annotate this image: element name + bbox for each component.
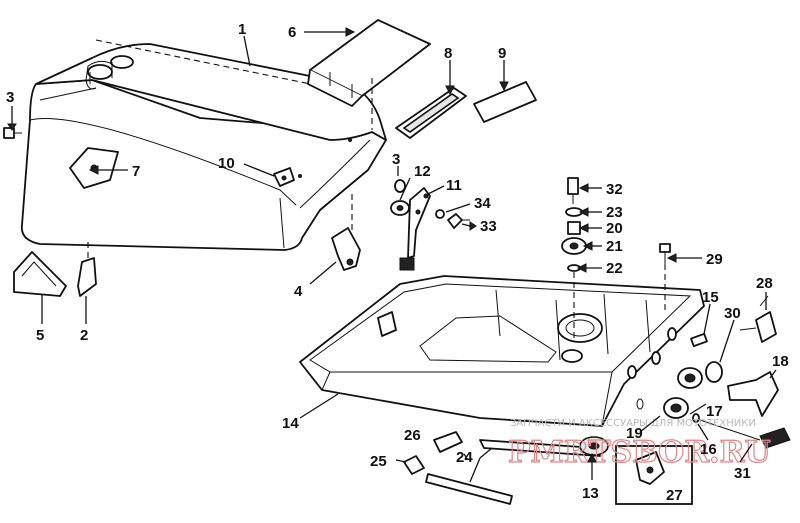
label-9: 9 bbox=[498, 45, 506, 62]
seal-strip-24 bbox=[425, 439, 601, 505]
part-27-box bbox=[615, 445, 693, 505]
grommet-12 bbox=[390, 200, 410, 216]
grommet-13 bbox=[579, 436, 609, 456]
label-22: 22 bbox=[606, 260, 623, 277]
label-23: 23 bbox=[606, 204, 623, 221]
lower-engine-cover bbox=[299, 275, 705, 427]
label-28: 28 bbox=[756, 275, 773, 292]
part-labels: 1 6 8 9 3 3 7 10 12 11 34 33 4 5 2 32 23… bbox=[6, 21, 789, 504]
label-26: 26 bbox=[404, 427, 421, 444]
label-25: 25 bbox=[370, 453, 387, 470]
label-27: 27 bbox=[666, 487, 683, 504]
label-10: 10 bbox=[218, 155, 235, 172]
label-2: 2 bbox=[80, 327, 88, 344]
decal-9 bbox=[473, 81, 537, 123]
label-13: 13 bbox=[582, 485, 599, 502]
label-29: 29 bbox=[706, 251, 723, 268]
label-4: 4 bbox=[294, 283, 303, 300]
latch-18 bbox=[727, 371, 779, 417]
washer-30 bbox=[705, 361, 723, 383]
leader-lines bbox=[7, 27, 777, 483]
label-1: 1 bbox=[238, 21, 246, 38]
washer-3-right bbox=[394, 179, 406, 193]
grommet-19 bbox=[663, 367, 703, 419]
rod-17-16 bbox=[692, 413, 761, 441]
plug-25 bbox=[403, 455, 425, 475]
bracket-2 bbox=[77, 242, 97, 297]
label-20: 20 bbox=[606, 220, 623, 237]
watermark-text: ЗАПЧАСТИ И АКСЕССУАРЫ ДЛЯ МОТОТЕХНИКИ bbox=[510, 418, 756, 429]
label-16: 16 bbox=[700, 441, 717, 458]
bolt-29 bbox=[659, 243, 671, 312]
label-3-left: 3 bbox=[6, 89, 14, 106]
grille-8 bbox=[395, 87, 467, 139]
screw-34-33 bbox=[435, 209, 470, 229]
label-3-right: 3 bbox=[392, 151, 400, 168]
watermark-logo: PMRTSBOR.RU bbox=[508, 435, 771, 470]
label-11: 11 bbox=[446, 177, 462, 194]
label-6: 6 bbox=[288, 24, 296, 41]
handle-31 bbox=[759, 427, 791, 449]
label-32: 32 bbox=[606, 181, 623, 198]
label-33: 33 bbox=[480, 218, 497, 235]
handle-5 bbox=[13, 251, 67, 297]
label-14: 14 bbox=[282, 415, 299, 432]
label-7: 7 bbox=[132, 163, 140, 180]
label-19: 19 bbox=[626, 425, 643, 442]
lever-28 bbox=[739, 295, 777, 343]
label-17: 17 bbox=[706, 403, 723, 420]
clip-4 bbox=[331, 190, 361, 271]
label-24: 24 bbox=[456, 449, 473, 466]
label-15: 15 bbox=[702, 289, 719, 306]
label-21: 21 bbox=[606, 238, 623, 255]
label-12: 12 bbox=[414, 163, 431, 180]
label-30: 30 bbox=[724, 305, 741, 322]
label-8: 8 bbox=[444, 45, 452, 62]
screw-3-left bbox=[3, 127, 22, 139]
label-18: 18 bbox=[772, 353, 789, 370]
vent-cover-6 bbox=[307, 19, 431, 130]
label-34: 34 bbox=[474, 195, 491, 212]
sleeve-26 bbox=[433, 431, 463, 453]
label-31: 31 bbox=[734, 465, 751, 482]
latch-bracket-11 bbox=[399, 187, 431, 271]
label-5: 5 bbox=[36, 327, 44, 344]
pin-15 bbox=[690, 332, 708, 348]
